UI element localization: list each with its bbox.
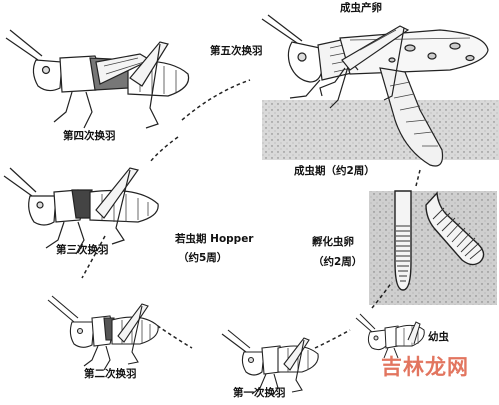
label-fifth-molt: 第五次换羽: [210, 45, 263, 57]
adult-locust-laying-eggs: [261, 14, 489, 167]
life-cycle-arrows: [81, 79, 421, 349]
label-fourth-molt: 第四次换羽: [63, 130, 116, 142]
label-larva: 幼虫: [428, 331, 449, 343]
label-third-molt: 第三次换羽: [56, 244, 109, 256]
second-molt-nymph: [47, 295, 159, 371]
label-second-molt: 第二次换羽: [84, 368, 137, 380]
label-nymph-period: 若虫期 Hopper: [175, 233, 254, 245]
label-egg-duration: （约2周）: [313, 256, 363, 268]
label-first-molt: 第一次换羽: [233, 387, 286, 399]
third-molt-nymph: [3, 167, 159, 255]
larva-nymph: [355, 313, 425, 359]
egg-pod-right: [425, 191, 485, 266]
fourth-molt-nymph: [5, 29, 190, 129]
label-nymph-duration: （约5周）: [178, 252, 228, 264]
label-adult-egg-laying: 成虫产卵: [340, 2, 382, 14]
ground-texture: [262, 100, 499, 160]
label-egg-hatching: 孵化虫卵: [312, 236, 354, 248]
first-molt-nymph: [221, 329, 319, 397]
egg-pod-left: [394, 190, 412, 291]
watermark-logo: 吉林龙网: [381, 355, 469, 379]
label-adult-period: 成虫期（约2周）: [294, 165, 375, 177]
